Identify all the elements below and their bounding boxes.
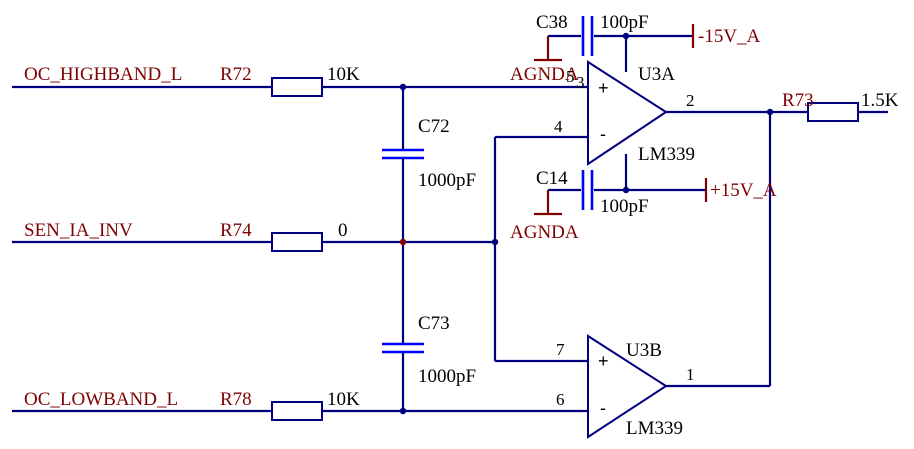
resistor-r72 [271,77,323,97]
part-u3a: LM339 [638,144,695,165]
value-c14: 100pF [600,196,649,217]
junction-dot [622,186,630,194]
net-label-sen-ia-inv: SEN_IA_INV [24,220,133,241]
u3a-minus-symbol: - [600,124,606,144]
part-u3b: LM339 [626,418,683,439]
pin-u3a-plus: 5 [566,67,575,86]
ref-u3a: U3A [638,64,675,85]
pin-u3a-out: 2 [686,91,695,110]
net-label-pos15: +15V_A [710,180,777,201]
net-label-agnda-top: AGNDA [510,64,579,85]
junction-dot [622,32,630,40]
pin-u3a-minus: 4 [554,117,563,136]
net-label-oc-lowband: OC_LOWBAND_L [24,389,178,410]
capacitor-c14 [581,170,594,210]
value-r73: 1.5K [861,90,899,111]
ref-u3b: U3B [626,340,662,361]
ref-r74: R74 [220,220,252,241]
pin-u3b-minus: 6 [556,390,565,409]
ground-agnda-top [534,36,562,62]
value-c38: 100pF [600,12,649,33]
ref-r72: R72 [220,64,252,85]
junction-dot [766,108,774,116]
ref-c72: C72 [418,116,450,137]
junction-dot [399,407,407,415]
resistor-r73 [807,102,859,122]
pin-u3a-vcc: 3 [576,73,585,92]
net-label-oc-highband: OC_HIGHBAND_L [24,64,182,85]
pin-u3b-out: 1 [686,365,695,384]
resistor-r78 [271,401,323,421]
capacitor-c72 [382,148,424,160]
u3b-plus-symbol: + [598,351,609,371]
ref-c14: C14 [536,168,568,189]
u3b-minus-symbol: - [600,398,606,418]
u3a-plus-symbol: + [598,78,609,98]
capacitor-c73 [382,342,424,354]
ground-agnda-bottom [534,190,562,216]
ref-r73: R73 [782,90,814,111]
capacitor-c38 [581,16,594,56]
value-r78: 10K [327,389,360,410]
junction-dot [399,238,407,246]
opamp-u3b [587,334,668,439]
ref-c38: C38 [536,12,568,33]
ref-c73: C73 [418,313,450,334]
net-label-neg15: -15V_A [698,26,761,47]
opamp-u3a [587,60,668,166]
value-c72: 1000pF [418,170,476,191]
pin-u3b-plus: 7 [556,340,565,359]
value-c73: 1000pF [418,366,476,387]
junction-dot [399,83,407,91]
net-label-agnda-bottom: AGNDA [510,222,579,243]
ref-r78: R78 [220,389,252,410]
value-r72: 10K [327,64,360,85]
resistor-r74 [271,232,323,252]
junction-dot [491,238,499,246]
value-r74: 0 [338,220,348,241]
